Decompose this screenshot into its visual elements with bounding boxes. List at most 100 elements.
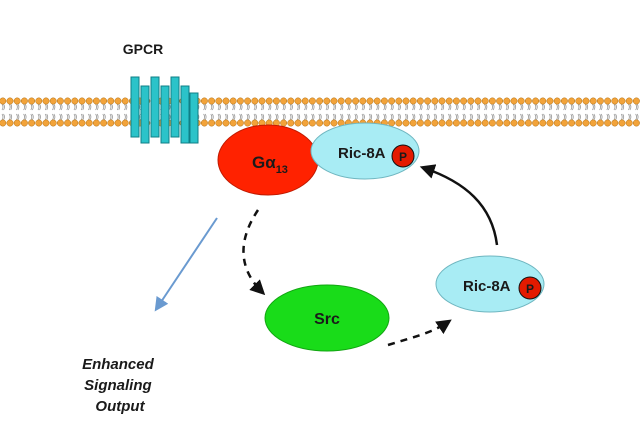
lipid-head (200, 97, 208, 105)
lipid-head (35, 119, 43, 127)
lipid-head (323, 97, 331, 105)
lipid-head (532, 119, 540, 127)
lipid-head (330, 119, 338, 127)
lipid-tail (476, 103, 481, 121)
lipid-head (524, 97, 532, 105)
lipid-tail (1, 103, 5, 121)
src-to-ric8a-arrow (387, 319, 452, 347)
lipid-tail (37, 103, 41, 121)
lipid-head (488, 119, 496, 127)
lipid-head (604, 97, 612, 105)
lipid-head (431, 119, 439, 127)
lipid-tail (412, 103, 416, 121)
lipid-tails (1, 103, 639, 121)
lipid-tail (426, 103, 430, 121)
lipid-head (20, 119, 28, 127)
lipid-head (0, 119, 7, 127)
lipid-head (42, 119, 50, 127)
lipid-tail (52, 103, 56, 121)
lipid-head (85, 119, 93, 127)
lipid-tail (512, 103, 517, 121)
lipid-head (229, 119, 237, 127)
lipid-head (445, 97, 453, 105)
lipid-head (474, 119, 482, 127)
lipid-tail (304, 103, 308, 121)
gpcr-label: GPCR (123, 41, 163, 57)
gpcr-helix (130, 76, 140, 138)
lipid-head (6, 97, 14, 105)
lipid-tail (368, 103, 373, 121)
lipid-tail (577, 103, 581, 121)
lipid-tail (599, 103, 603, 121)
output-line-2: Signaling (84, 377, 152, 394)
ric8a-free-node (435, 255, 545, 313)
lipid-head (575, 97, 583, 105)
lipid-tail (44, 103, 49, 121)
lipid-head (409, 97, 417, 105)
lipid-head (503, 97, 511, 105)
lipid-tail (613, 103, 617, 121)
lipid-head (503, 119, 511, 127)
src-node (264, 284, 390, 352)
output-text: Enhanced Signaling Output (82, 356, 158, 415)
gpcr-helix (170, 76, 180, 138)
lipid-tail (325, 103, 329, 121)
lipid-tail (462, 103, 466, 121)
lipid-head (114, 119, 122, 127)
lipid-head (553, 97, 561, 105)
gpcr-receptor (130, 76, 199, 144)
ric8a-complex-label: Ric-8A (338, 145, 386, 162)
lipid-head (611, 119, 619, 127)
lipid-head (316, 97, 324, 105)
lipid-head (596, 97, 604, 105)
lipid-head (251, 97, 259, 105)
lipid-head (596, 119, 604, 127)
lipid-tail (246, 103, 250, 121)
lipid-head (510, 97, 518, 105)
lipid-tail (520, 103, 524, 121)
lipid-tail (275, 103, 279, 121)
lipid-tail (498, 103, 502, 121)
lipid-head (532, 97, 540, 105)
lipid-head (625, 119, 633, 127)
lipid-head (208, 119, 216, 127)
lipid-head (604, 119, 612, 127)
lipid-head (632, 119, 640, 127)
lipid-head (49, 97, 57, 105)
phospho-badge-top (391, 144, 415, 168)
lipid-tail (116, 103, 121, 121)
lipid-tail (260, 103, 265, 121)
lipid-tail (102, 103, 106, 121)
phospho-label-free: P (526, 282, 534, 296)
lipid-tail (455, 103, 459, 121)
lipid-head (280, 97, 288, 105)
lipid-head (611, 97, 619, 105)
lipid-tail (217, 103, 221, 121)
lipid-head (6, 119, 14, 127)
lipid-head (301, 97, 309, 105)
phospho-badge-free (518, 276, 542, 300)
lipid-tail (203, 103, 207, 121)
lipid-tail (8, 103, 13, 121)
lipid-head (114, 97, 122, 105)
lipid-head (258, 97, 266, 105)
lipid-head (28, 97, 36, 105)
lipid-head (416, 97, 424, 105)
cell-membrane (0, 97, 640, 127)
lipid-tail (541, 103, 545, 121)
lipid-tail (469, 103, 473, 121)
lipid-tail (505, 103, 509, 121)
lipid-head (460, 97, 468, 105)
lipid-tail (433, 103, 437, 121)
lipid-head (294, 97, 302, 105)
lipid-tail (390, 103, 394, 121)
lipid-head (560, 119, 568, 127)
lipid-head (496, 119, 504, 127)
lipid-tail (124, 103, 128, 121)
lipid-head (517, 97, 525, 105)
lipid-tail (570, 103, 574, 121)
lipid-head (467, 97, 475, 105)
lipid-head (366, 97, 374, 105)
lipid-head (373, 97, 381, 105)
lipid-head (13, 119, 21, 127)
